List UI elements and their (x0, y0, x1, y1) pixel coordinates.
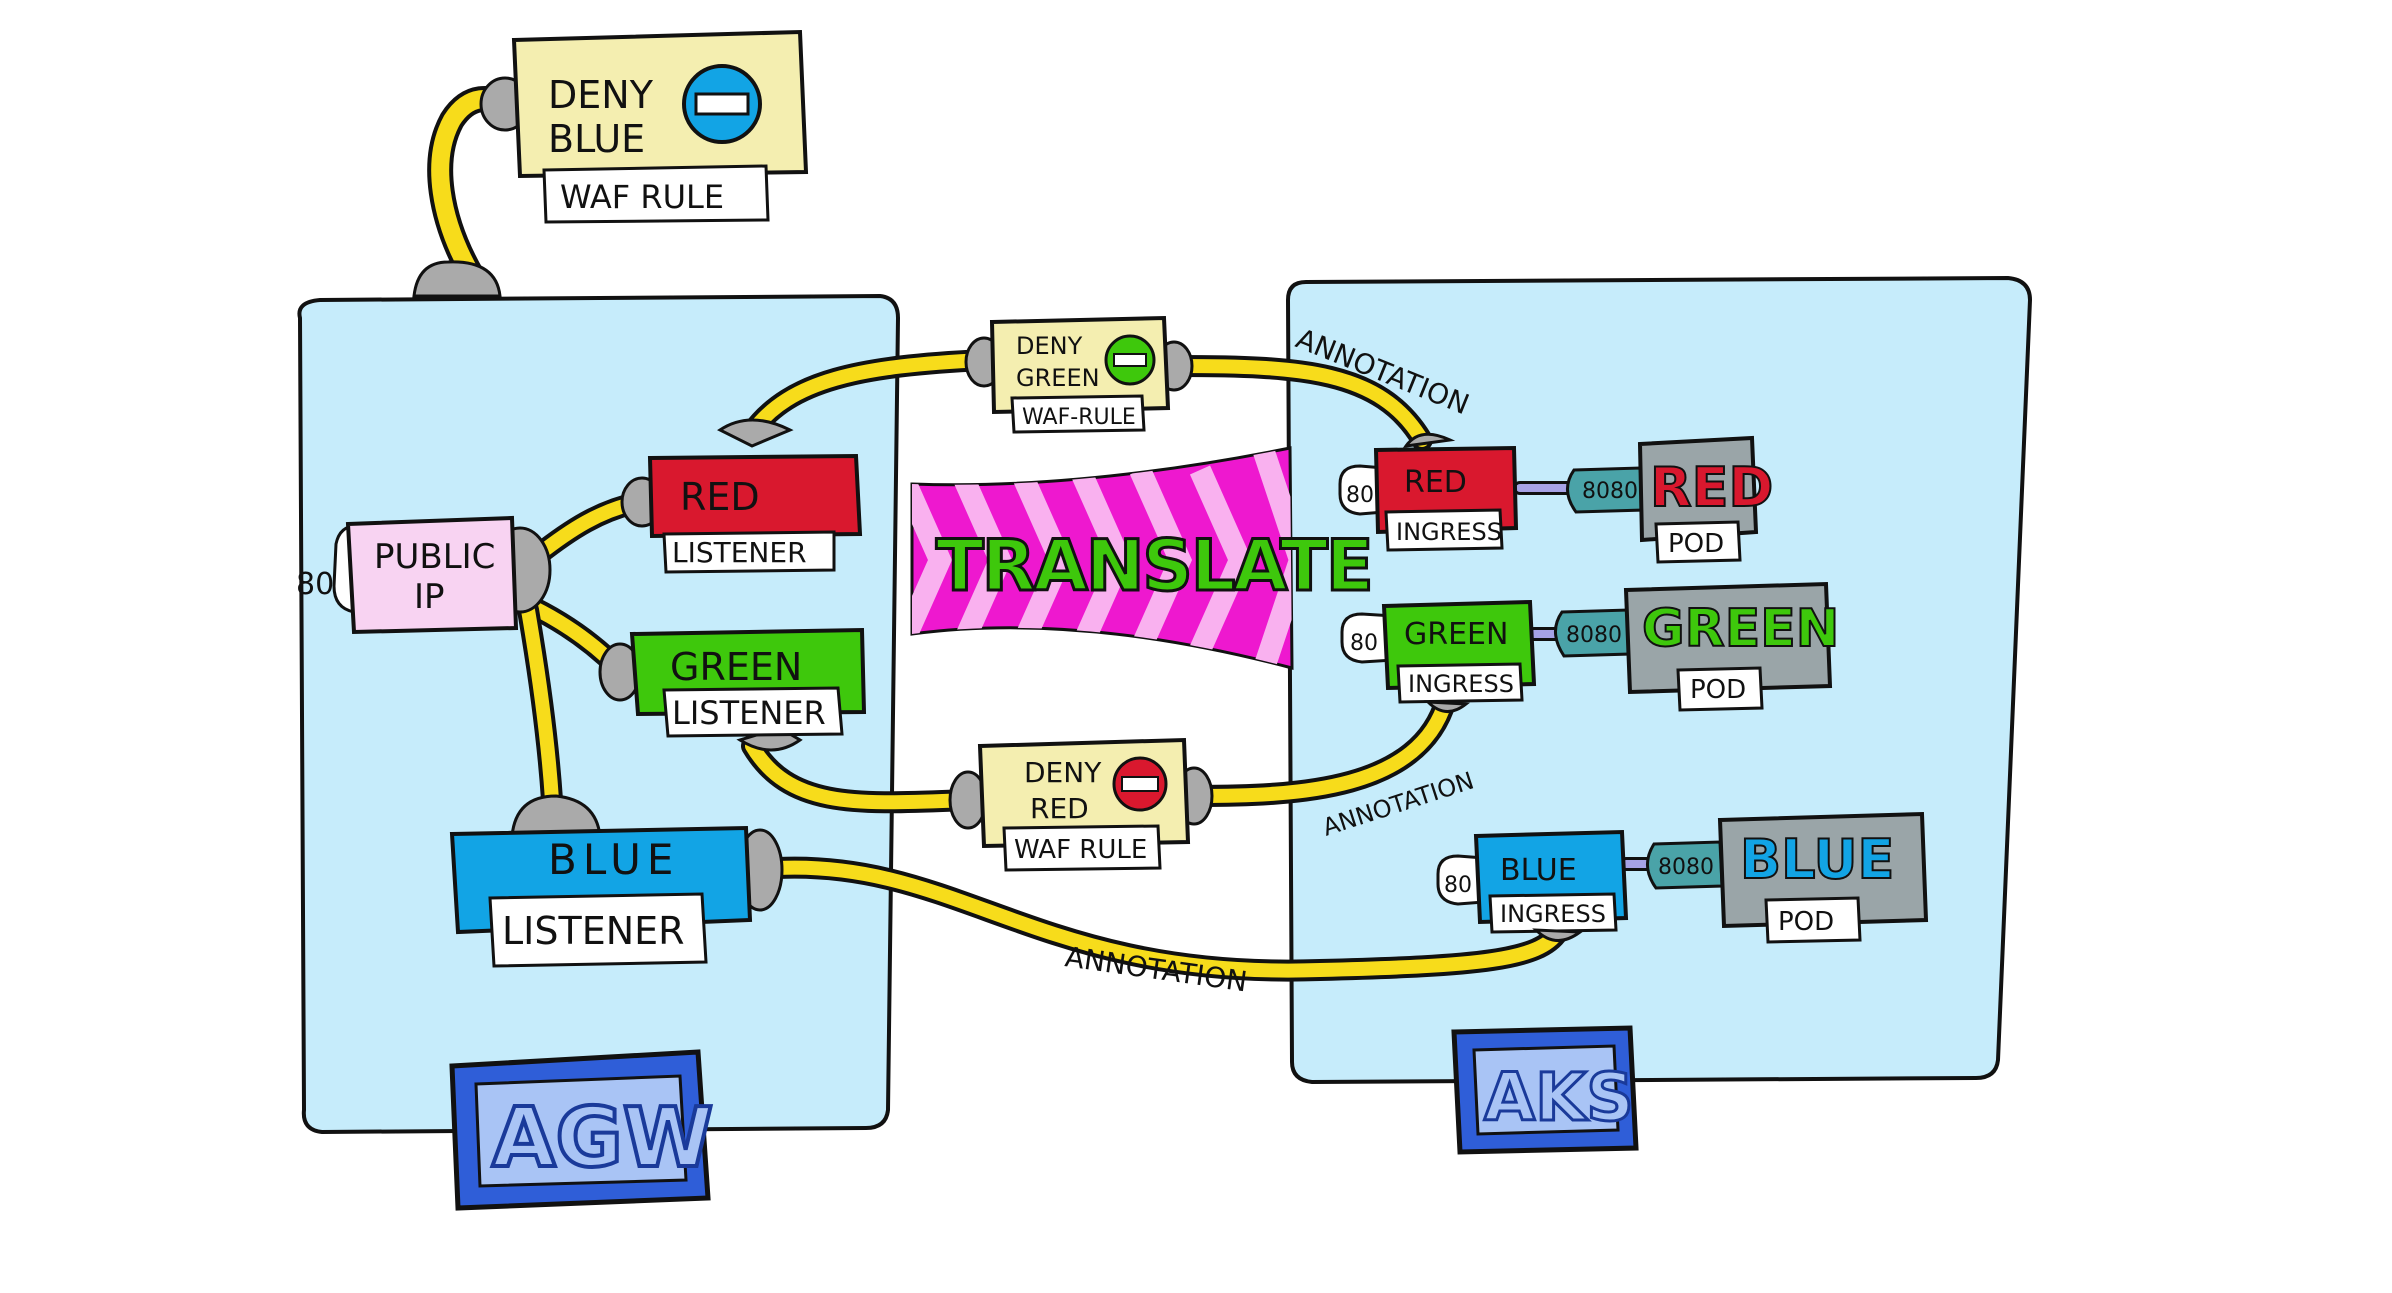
blue-ingress-name: BLUE (1500, 853, 1577, 888)
red-pod: RED POD (1637, 435, 1774, 564)
public-ip-line1: PUBLIC (374, 537, 495, 577)
green-target-port: 8080 (1554, 608, 1632, 658)
red-ingress-port: 80 (1346, 483, 1374, 508)
waf-red-tag: WAF RULE (1014, 835, 1147, 865)
blue-ingress-tag: INGRESS (1500, 900, 1606, 928)
blue-pod: BLUE POD (1717, 811, 1929, 944)
red-pod-name: RED (1650, 456, 1773, 519)
public-ip-port: 80 (296, 567, 334, 602)
translate-label: TRANSLATE (936, 525, 1372, 607)
red-listener: RED LISTENER (620, 418, 863, 574)
green-target-port-label: 8080 (1566, 623, 1622, 648)
green-listener-name: GREEN (670, 645, 802, 689)
waf-top-tag: WAF RULE (560, 178, 724, 216)
waf-red-line1: DENY (1024, 756, 1102, 789)
green-pod-tag: POD (1690, 675, 1746, 705)
blue-target-port: 8080 (1646, 840, 1724, 890)
waf-green-line2: GREEN (1016, 364, 1100, 392)
aks-label: AKS (1484, 1059, 1634, 1136)
waf-rule-deny-blue: DENY BLUE WAF RULE (412, 29, 809, 298)
waf-rule-deny-red: DENY RED WAF RULE (948, 737, 1214, 872)
red-target-port-label: 8080 (1582, 479, 1638, 504)
green-ingress-tag: INGRESS (1408, 670, 1514, 698)
blue-listener-name: BLUE (548, 835, 679, 884)
green-listener-tag: LISTENER (672, 694, 826, 732)
blue-listener: BLUE LISTENER (449, 794, 784, 968)
waf-top-line1: DENY (548, 73, 654, 117)
red-ingress-name: RED (1404, 465, 1467, 500)
green-ingress-port: 80 (1350, 631, 1378, 656)
green-listener: GREEN LISTENER (598, 627, 867, 752)
red-listener-name: RED (680, 475, 760, 519)
green-ingress-name: GREEN (1404, 617, 1508, 652)
waf-top-line2: BLUE (548, 117, 645, 161)
translate-banner: TRANSLATE (910, 446, 1375, 670)
blue-ingress: 80 BLUE INGRESS (1436, 829, 1629, 942)
red-pod-tag: POD (1668, 529, 1724, 559)
blue-listener-tag: LISTENER (502, 909, 685, 953)
agw-label: AGW (492, 1091, 713, 1186)
red-ingress-tag: INGRESS (1396, 518, 1502, 546)
agw-badge: AGW (449, 1049, 715, 1211)
green-ingress: 80 GREEN INGRESS (1340, 599, 1537, 713)
public-ip-line2: IP (414, 577, 445, 617)
red-ingress: 80 RED INGRESS (1338, 432, 1519, 552)
waf-rule-deny-green: DENY GREEN WAF-RULE (964, 315, 1194, 434)
waf-red-line2: RED (1030, 792, 1089, 825)
red-target-port: 8080 (1566, 466, 1646, 514)
red-listener-tag: LISTENER (672, 536, 807, 569)
green-pod: GREEN POD (1623, 581, 1840, 712)
blue-pod-name: BLUE (1740, 828, 1894, 891)
aks-badge: AKS (1451, 1025, 1639, 1155)
green-pod-name: GREEN (1642, 599, 1839, 659)
public-ip: 80 PUBLIC IP (296, 515, 552, 635)
blue-target-port-label: 8080 (1658, 855, 1714, 880)
waf-green-line1: DENY (1016, 332, 1083, 360)
blue-ingress-port: 80 (1444, 873, 1472, 898)
blue-pod-tag: POD (1778, 907, 1834, 937)
waf-green-tag: WAF-RULE (1022, 405, 1136, 430)
